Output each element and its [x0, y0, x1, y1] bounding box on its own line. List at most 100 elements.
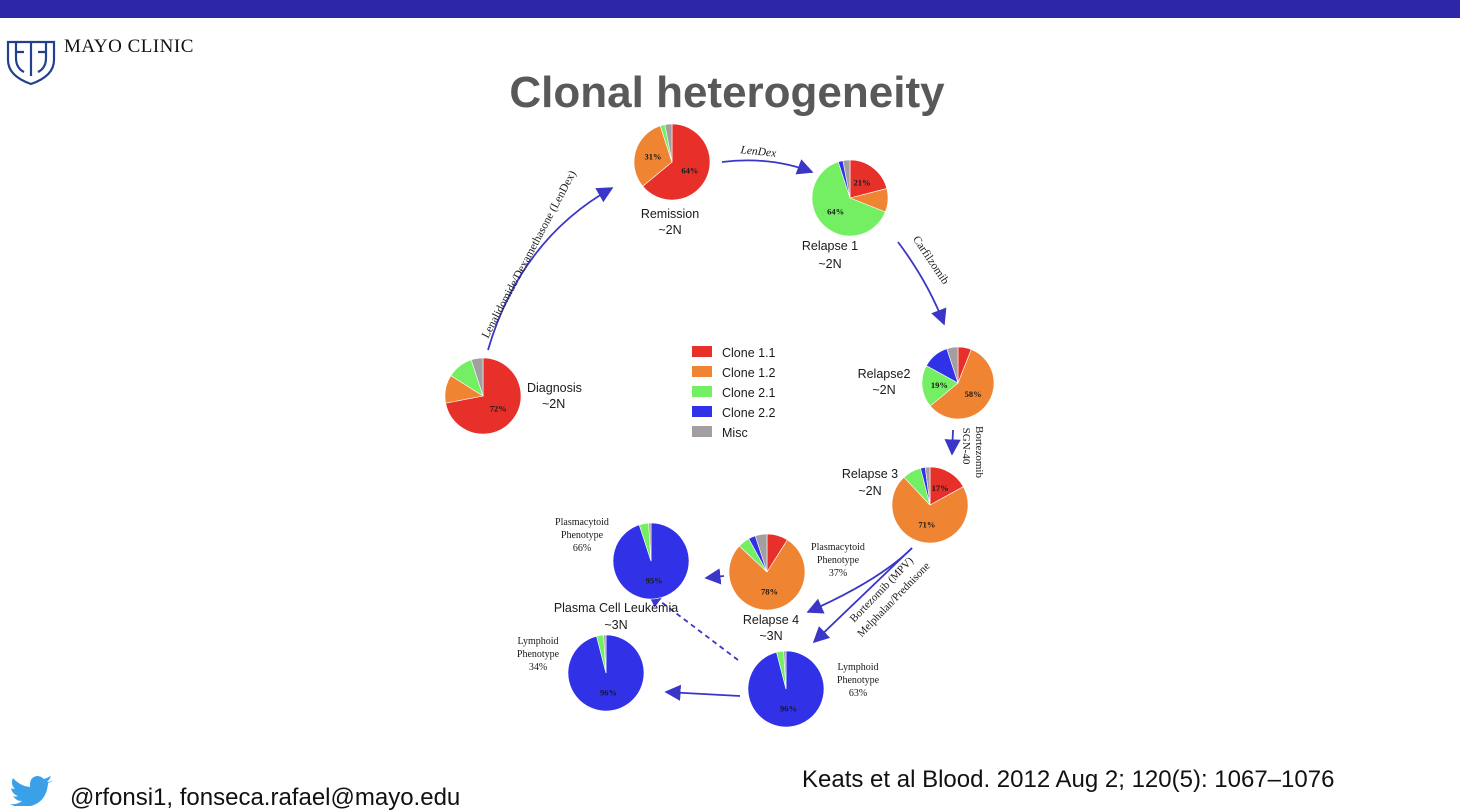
- phenotype-word: Phenotype: [837, 675, 880, 686]
- stage-label-relapse1: Relapse 1: [802, 239, 858, 253]
- arrow-relapse3-to-lymphoid: [812, 547, 913, 644]
- pie-slice-misc: [470, 357, 484, 397]
- pie-relapse2: 58% 19%: [921, 346, 995, 420]
- arrow-lymphoid-to-pcl-lymphoid: [664, 684, 741, 701]
- stage-label-remission: Remission: [641, 207, 699, 221]
- pie-slice-misc: [603, 634, 607, 674]
- pie-slice-label: 64%: [827, 207, 844, 217]
- pie-slice-label: 64%: [681, 165, 698, 175]
- pie-slice-label: 96%: [600, 688, 617, 698]
- legend-label-clone21: Clone 2.1: [722, 386, 776, 400]
- stage-label-relapse2: Relapse2: [858, 367, 911, 381]
- legend-label-clone22: Clone 2.2: [722, 406, 776, 420]
- arrow-remission-to-relapse1: [721, 159, 814, 175]
- pie-slice-misc: [842, 159, 851, 199]
- legend: Clone 1.1 Clone 1.2 Clone 2.1 Clone 2.2 …: [692, 346, 776, 440]
- logo-text: MAYO CLINIC: [64, 36, 194, 57]
- legend-swatch-clone12: [692, 366, 712, 377]
- pie-relapse4-lymphoid: 96%: [747, 650, 825, 728]
- pie-slice-label: 71%: [918, 520, 935, 530]
- pie-slice-clone-2-1: [811, 161, 886, 237]
- treatment-lendex-long: Lenalidomide/Dexamethasone (LenDex): [480, 169, 579, 341]
- pie-relapse1: 21% 64%: [811, 159, 889, 237]
- pie-slice-clone-1-2: [633, 125, 673, 187]
- phenotype-word: Phenotype: [561, 530, 604, 541]
- stage-label-relapse4: Relapse 4: [743, 613, 799, 627]
- pie-slice-misc: [924, 466, 931, 506]
- phenotype-word: Phenotype: [517, 649, 560, 660]
- footer-contact: @rfonsi1, fonseca.rafael@mayo.edu: [70, 784, 461, 811]
- pie-slice-clone-1-2: [728, 539, 806, 611]
- stage-ploidy-relapse1: ~2N: [818, 257, 841, 271]
- arrow-relapse2-to-relapse3: [944, 429, 961, 456]
- legend-label-misc: Misc: [722, 426, 748, 440]
- stage-label-relapse3: Relapse 3: [842, 467, 898, 481]
- legend-swatch-clone22: [692, 406, 712, 417]
- phenotype-label-pcl-plasmacytoid: Plasmacytoid Phenotype 66%: [555, 517, 609, 554]
- phenotype-pct: 66%: [573, 543, 591, 554]
- group-ploidy-pcl: ~3N: [604, 618, 627, 632]
- arrow-lymphoid-to-pcl-dashed: [646, 591, 739, 661]
- pie-slice-misc: [783, 650, 787, 690]
- pie-slice-misc: [946, 346, 959, 384]
- page-title: Clonal heterogeneity: [509, 68, 945, 117]
- legend-swatch-clone11: [692, 346, 712, 357]
- pie-pcl-plasmacytoid: 95%: [612, 522, 690, 600]
- phenotype-pct: 63%: [849, 688, 867, 699]
- phenotype-pct: 34%: [529, 662, 547, 673]
- pie-slice-label: 58%: [965, 389, 982, 399]
- pie-slice-label: 95%: [646, 576, 663, 586]
- arrow-relapse4-to-pcl-plasmacytoid: [704, 568, 725, 585]
- mayo-shield-logo-icon: [6, 40, 56, 86]
- phenotype-name: Plasmacytoid: [811, 542, 865, 553]
- phenotype-name: Lymphoid: [517, 636, 558, 647]
- pie-slice-clone-1-2: [891, 476, 969, 544]
- pie-slice-label: 78%: [761, 587, 778, 597]
- stage-ploidy-remission: ~2N: [658, 223, 681, 237]
- phenotype-word: Phenotype: [817, 555, 860, 566]
- phenotype-label-relapse4-plasmacytoid: Plasmacytoid Phenotype 37%: [811, 542, 865, 579]
- treatment-bortezomib: Bortezomib: [973, 426, 985, 478]
- pie-slice-label: 72%: [490, 404, 507, 414]
- pie-slice-label: 17%: [932, 483, 949, 493]
- pie-slice-label: 96%: [780, 704, 797, 714]
- stage-label-diagnosis: Diagnosis: [527, 381, 582, 395]
- pie-slice-label: 19%: [931, 380, 948, 390]
- treatment-sgn40: SGN-40: [960, 428, 972, 465]
- pie-slice-clone-2-1: [921, 365, 959, 407]
- pie-relapse3: 17% 71%: [891, 466, 969, 544]
- footer-citation: Keats et al Blood. 2012 Aug 2; 120(5): 1…: [802, 766, 1335, 793]
- phenotype-label-pcl-lymphoid: Lymphoid Phenotype 34%: [517, 636, 560, 673]
- stage-ploidy-relapse2: ~2N: [872, 383, 895, 397]
- pie-slice-misc: [648, 522, 652, 562]
- treatment-lendex-short: LenDex: [739, 144, 778, 160]
- pie-slice-label: 21%: [854, 177, 871, 187]
- pie-slice-clone-1-1: [642, 123, 711, 201]
- arrow-diagnosis-to-remission: [487, 187, 614, 351]
- phenotype-name: Lymphoid: [837, 662, 878, 673]
- legend-swatch-clone21: [692, 386, 712, 397]
- pie-slice-clone-1-1: [849, 159, 888, 199]
- phenotype-pct: 37%: [829, 568, 847, 579]
- pie-slice-misc: [754, 533, 768, 573]
- pie-remission: 64% 31%: [633, 123, 711, 201]
- twitter-bird-icon: [10, 776, 54, 806]
- phenotype-label-relapse4-lymphoid: Lymphoid Phenotype 63%: [837, 662, 880, 699]
- pie-relapse4: 78%: [728, 533, 806, 611]
- legend-swatch-misc: [692, 426, 712, 437]
- pie-diagnosis: 72%: [444, 357, 522, 435]
- stage-ploidy-relapse4: ~3N: [759, 629, 782, 643]
- group-label-pcl: Plasma Cell Leukemia: [554, 601, 678, 615]
- legend-label-clone11: Clone 1.1: [722, 346, 776, 360]
- top-banner-fill: [0, 0, 1460, 18]
- stage-ploidy-diagnosis: ~2N: [542, 397, 565, 411]
- arrow-relapse1-to-relapse2: [897, 241, 947, 326]
- treatment-carfilzomib: Carfilzomib: [910, 234, 951, 287]
- stage-ploidy-relapse3: ~2N: [858, 484, 881, 498]
- pie-pcl-lymphoid: 96%: [567, 634, 645, 712]
- top-banner: [0, 0, 1460, 18]
- legend-label-clone12: Clone 1.2: [722, 366, 776, 380]
- phenotype-name: Plasmacytoid: [555, 517, 609, 528]
- pie-slice-label: 31%: [645, 152, 662, 162]
